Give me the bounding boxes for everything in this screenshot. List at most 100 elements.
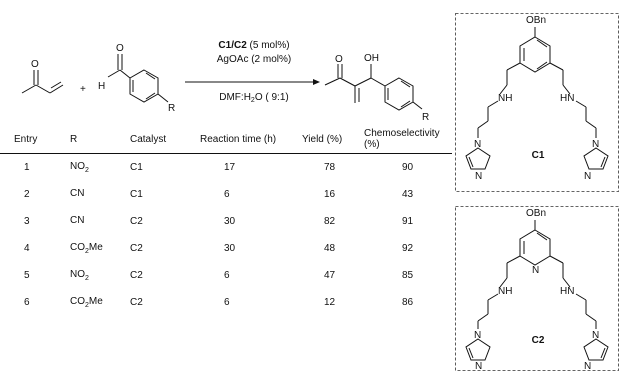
cell-chemoselectivity: 91 xyxy=(402,216,414,227)
r-sub: 2 xyxy=(85,248,89,255)
r-main: NO xyxy=(70,269,85,280)
header-catalyst: Catalyst xyxy=(130,133,167,145)
cell-entry: 1 xyxy=(24,162,30,173)
c1-n-ring-right-label: N xyxy=(584,171,591,182)
cell-entry: 2 xyxy=(24,189,30,200)
header-reaction-time: Reaction time (h) xyxy=(200,133,277,145)
product-structure: O OH R xyxy=(324,53,429,123)
c2-label: C2 xyxy=(532,335,545,346)
cell-time: 30 xyxy=(224,243,236,254)
r-main: CN xyxy=(70,188,85,199)
header-entry: Entry xyxy=(14,133,38,145)
cell-yield: 82 xyxy=(324,216,336,227)
c2-n-right-label: N xyxy=(592,330,599,341)
cell-catalyst: C2 xyxy=(130,216,143,227)
c1-n-right-label: N xyxy=(592,139,599,150)
r-sub: 2 xyxy=(85,302,89,309)
aldehyde-hydrogen-label: H xyxy=(98,81,105,92)
catalyst-c1-panel: OBn NH N N HN N N C1 xyxy=(455,13,619,192)
r-main: NO xyxy=(70,161,85,172)
condition-catalyst-amount: (5 mol%) xyxy=(247,40,290,51)
catalyst-c2-panel: OBn N NH N N HN N N C2 xyxy=(455,206,619,371)
cell-chemoselectivity: 90 xyxy=(402,162,414,173)
solvent-sub: 2 xyxy=(251,97,255,104)
c2-pyridine-n-label: N xyxy=(532,265,539,276)
product-r-label: R xyxy=(422,112,429,123)
cell-catalyst: C1 xyxy=(130,162,143,173)
reactant-aldehyde: O H R xyxy=(98,43,175,114)
aldehyde-oxygen-label: O xyxy=(116,43,124,54)
table-row: 6 CO2Me C2 6 12 86 xyxy=(0,289,452,316)
header-chemoselectivity: Chemoselectivity (%) xyxy=(364,128,440,150)
cell-r: CO2Me xyxy=(70,235,130,262)
cell-time: 6 xyxy=(224,297,230,308)
r-main: CN xyxy=(70,215,85,226)
table-row: 2 CN C1 6 16 43 xyxy=(0,181,452,208)
cell-time: 30 xyxy=(224,216,236,227)
c1-nh-right-label: HN xyxy=(560,93,574,104)
cell-entry: 6 xyxy=(24,297,30,308)
table-row: 3 CN C2 30 82 91 xyxy=(0,208,452,235)
table-header-row: Entry R Catalyst Reaction time (h) Yield… xyxy=(0,128,452,154)
c2-n-ring-left-label: N xyxy=(475,361,482,371)
c2-nh-left-label: NH xyxy=(498,286,512,297)
r-tail: Me xyxy=(88,296,103,307)
r-main: CO xyxy=(70,296,85,307)
cell-r: CN xyxy=(70,181,130,208)
condition-catalyst-name: C1/C2 xyxy=(218,40,247,51)
product-oxygen-label: O xyxy=(335,54,343,65)
r-main: CO xyxy=(70,242,85,253)
ketone-oxygen-label: O xyxy=(31,59,39,70)
cell-time: 6 xyxy=(224,189,230,200)
product-hydroxyl-label: OH xyxy=(364,53,379,64)
solvent-post: O ( 9:1) xyxy=(255,92,289,103)
cell-time: 17 xyxy=(224,162,236,173)
c1-n-left-label: N xyxy=(474,139,481,150)
reaction-scheme: O + O H R C1/C2 (5 mol%) AgOAc (2 mol%) … xyxy=(21,40,429,123)
table-row: 5 NO2 C2 6 47 85 xyxy=(0,262,452,289)
condition-additive: AgOAc (2 mol%) xyxy=(217,54,291,65)
c1-label: C1 xyxy=(532,150,545,161)
cell-chemoselectivity: 92 xyxy=(402,243,414,254)
cell-r: CO2Me xyxy=(70,289,130,316)
results-body: 1 NO2 C1 17 78 90 2 CN C1 6 16 43 3 CN C… xyxy=(0,154,452,317)
cell-catalyst: C2 xyxy=(130,297,143,308)
cell-r: CN xyxy=(70,208,130,235)
r-sub: 2 xyxy=(85,275,89,282)
reactant-r-label: R xyxy=(168,103,175,114)
c1-n-ring-left-label: N xyxy=(475,171,482,182)
cell-yield: 12 xyxy=(324,297,336,308)
c1-structure: OBn NH N N HN N N xyxy=(465,15,609,182)
condition-solvent: DMF:H2O ( 9:1) xyxy=(219,92,288,104)
table-row: 4 CO2Me C2 30 48 92 xyxy=(0,235,452,262)
c2-n-ring-right-label: N xyxy=(584,361,591,371)
r-tail: Me xyxy=(88,242,103,253)
table-row: 1 NO2 C1 17 78 90 xyxy=(0,154,452,182)
cell-yield: 47 xyxy=(324,270,336,281)
reactant-ketone: O xyxy=(21,59,64,94)
c1-nh-left-label: NH xyxy=(498,93,512,104)
solvent-pre: DMF:H xyxy=(219,92,251,103)
c2-nh-right-label: HN xyxy=(560,286,574,297)
c2-n-left-label: N xyxy=(474,330,481,341)
cell-catalyst: C1 xyxy=(130,189,143,200)
c2-obn-label: OBn xyxy=(526,208,546,219)
c1-obn-label: OBn xyxy=(526,15,546,26)
reaction-arrow xyxy=(185,79,320,85)
cell-catalyst: C2 xyxy=(130,243,143,254)
cell-yield: 48 xyxy=(324,243,336,254)
header-yield: Yield (%) xyxy=(302,133,343,145)
cell-r: NO2 xyxy=(70,154,130,182)
cell-yield: 78 xyxy=(324,162,336,173)
cell-entry: 5 xyxy=(24,270,30,281)
plus-sign: + xyxy=(80,84,86,95)
cell-entry: 3 xyxy=(24,216,30,227)
r-sub: 2 xyxy=(85,167,89,174)
cell-r: NO2 xyxy=(70,262,130,289)
condition-catalyst: C1/C2 (5 mol%) xyxy=(218,40,289,51)
cell-chemoselectivity: 85 xyxy=(402,270,414,281)
cell-chemoselectivity: 86 xyxy=(402,297,414,308)
results-table: Entry R Catalyst Reaction time (h) Yield… xyxy=(0,128,452,316)
c2-structure: OBn N NH N N HN N N xyxy=(465,208,609,371)
cell-time: 6 xyxy=(224,270,230,281)
